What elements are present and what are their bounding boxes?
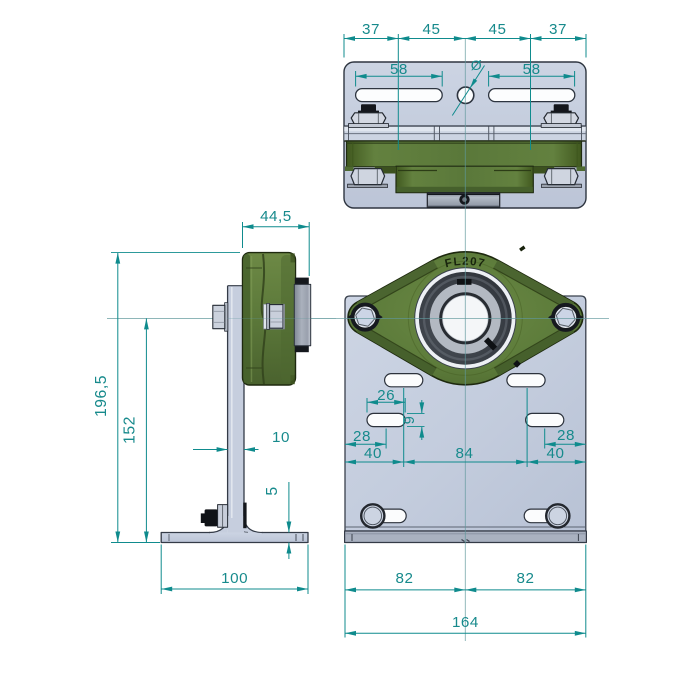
svg-text:40: 40 <box>547 445 565 462</box>
svg-text:100: 100 <box>221 570 248 587</box>
svg-text:10: 10 <box>272 429 290 446</box>
svg-text:164: 164 <box>452 614 479 631</box>
svg-text:FL207: FL207 <box>444 256 487 271</box>
svg-text:45: 45 <box>423 21 441 38</box>
svg-text:37: 37 <box>549 21 567 38</box>
svg-text:28: 28 <box>353 428 371 445</box>
svg-text:82: 82 <box>517 570 535 587</box>
svg-text:37: 37 <box>362 21 380 38</box>
svg-text:152: 152 <box>122 416 139 444</box>
svg-text:45: 45 <box>489 21 507 38</box>
svg-text:40: 40 <box>364 445 382 462</box>
svg-text:58: 58 <box>390 61 408 78</box>
svg-text:82: 82 <box>396 570 414 587</box>
svg-text:28: 28 <box>557 427 575 444</box>
svg-text:9: 9 <box>402 416 418 425</box>
svg-text:Ø: Ø <box>471 57 482 73</box>
svg-text:26: 26 <box>377 387 395 404</box>
svg-text:5: 5 <box>264 486 281 495</box>
svg-text:58: 58 <box>523 61 541 78</box>
svg-text:196,5: 196,5 <box>93 375 110 417</box>
svg-text:84: 84 <box>456 445 474 462</box>
svg-text:44,5: 44,5 <box>260 208 292 225</box>
